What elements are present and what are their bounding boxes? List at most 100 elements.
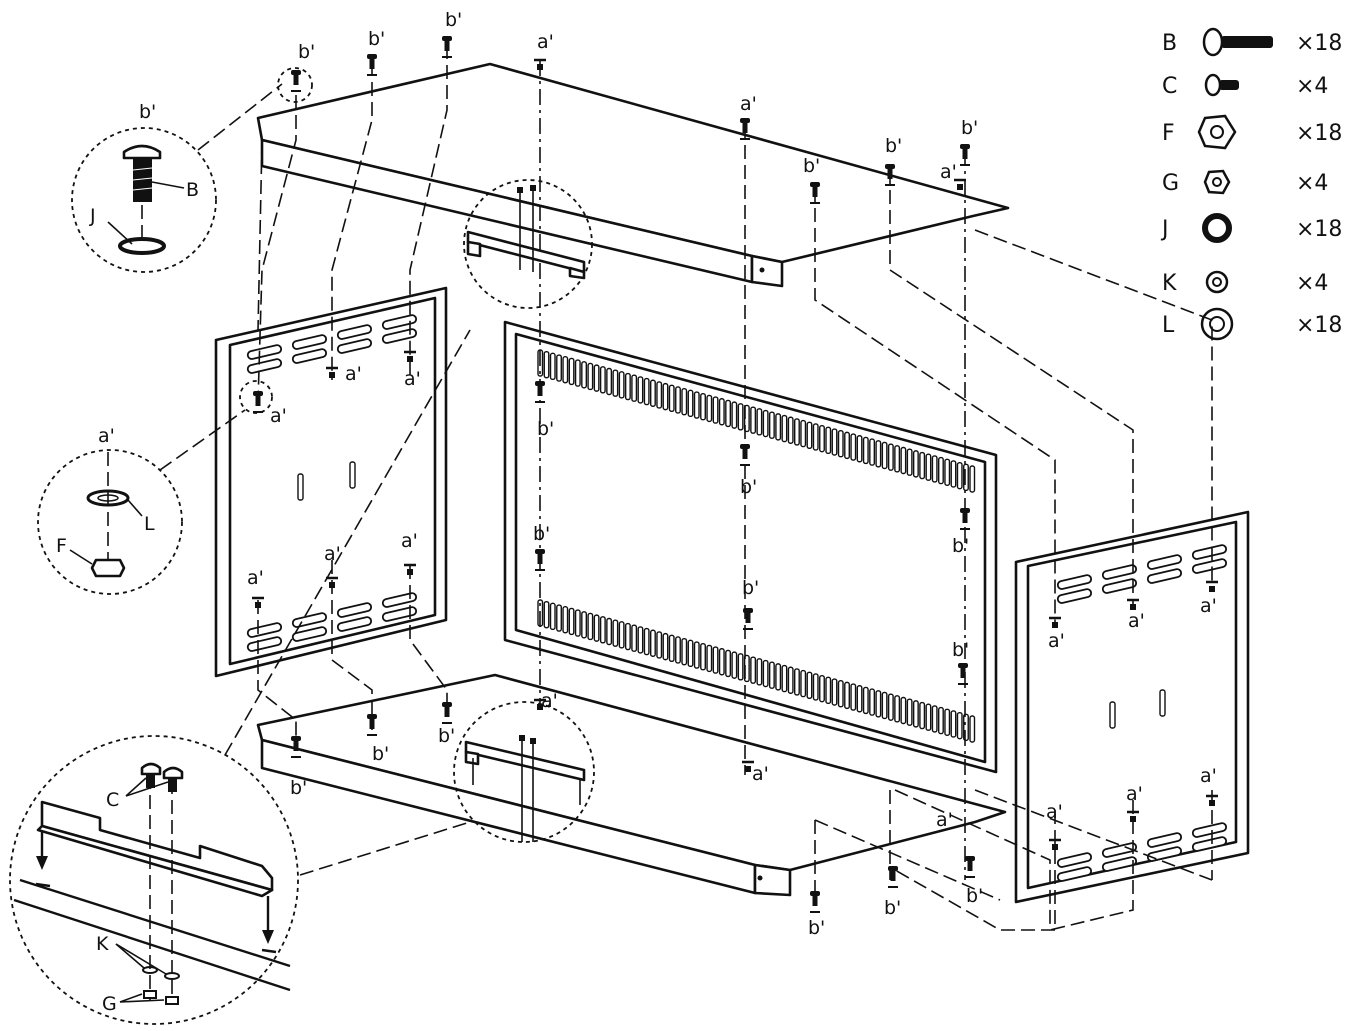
vent-slot	[950, 710, 957, 738]
top-bracket	[466, 185, 586, 280]
vent-slot	[775, 663, 782, 691]
vent-slot	[656, 381, 663, 409]
vent-slot	[1191, 836, 1228, 852]
detail-b-label: b'	[139, 101, 156, 123]
screw-mark-icon	[535, 381, 545, 403]
vent-slot	[1056, 852, 1093, 868]
screw-mark-icon	[367, 54, 377, 76]
washer-k-icon	[142, 966, 158, 974]
vent-slot	[844, 431, 850, 460]
vent-slot	[618, 371, 625, 399]
vent-slot	[969, 465, 976, 493]
nut-mark-icon	[252, 596, 264, 608]
parts-list-row: L×18	[1162, 307, 1342, 341]
left-side-panel	[214, 286, 448, 678]
vent-slot	[900, 446, 907, 475]
screw-mark-icon	[888, 866, 898, 888]
position-label: b'	[803, 155, 820, 177]
vent-slot	[649, 379, 656, 407]
nut-mark-icon	[326, 576, 338, 588]
vent-slot	[856, 685, 863, 713]
position-label: a'	[1128, 610, 1145, 632]
vent-slot	[543, 600, 550, 629]
fastener-marks	[252, 36, 1218, 913]
vent-slot	[875, 690, 882, 718]
vent-slot	[549, 352, 556, 381]
vent-slot	[906, 448, 913, 476]
parts-list-row: G×4	[1162, 169, 1328, 196]
vent-slot	[587, 362, 594, 391]
parts-list-row: B×18	[1162, 27, 1342, 57]
screw-mark-icon	[535, 549, 545, 571]
part-quantity: ×18	[1296, 31, 1342, 56]
parts-list-row: K×4	[1162, 270, 1328, 296]
vent-slot	[800, 419, 807, 448]
vent-slot	[768, 411, 775, 439]
vent-slot	[775, 413, 782, 441]
vent-slot	[1056, 588, 1093, 604]
nut-mark-icon	[742, 760, 754, 772]
vent-slot	[637, 376, 644, 404]
nut-mark-icon	[326, 366, 338, 378]
position-label: a'	[345, 363, 362, 385]
detail-G-label: G	[102, 993, 117, 1015]
vent-slot	[718, 398, 725, 426]
vent-slot	[1101, 564, 1138, 580]
vent-slot	[700, 643, 706, 671]
vent-slot	[631, 624, 638, 652]
position-label: b'	[537, 418, 554, 440]
vent-slot	[800, 669, 807, 698]
vent-slot	[593, 614, 600, 642]
position-label: b'	[742, 577, 759, 599]
screw-mark-icon	[367, 714, 377, 736]
vent-slot	[862, 436, 869, 465]
vent-slot	[887, 443, 894, 471]
vent-slot	[643, 627, 650, 656]
vent-slot	[756, 658, 763, 686]
nut-mark-icon	[954, 178, 966, 190]
vent-slot	[643, 377, 650, 406]
screw-mark-icon	[965, 856, 975, 878]
vent-slot	[706, 394, 713, 423]
screw-mark-icon	[960, 508, 970, 530]
screw-mark-icon	[960, 144, 970, 166]
part-letter: G	[1162, 171, 1179, 196]
left-panel-vent-slots-top	[246, 314, 418, 374]
vent-slot	[291, 334, 328, 350]
screw-mark-icon	[958, 663, 968, 685]
left-panel-vent-slots-bottom	[246, 592, 418, 652]
vent-slot	[825, 426, 832, 455]
position-label: b'	[961, 117, 978, 139]
vent-slot	[750, 406, 757, 434]
vent-slot	[768, 661, 775, 689]
vent-slot	[1146, 554, 1183, 570]
nut-mark-icon	[534, 58, 546, 70]
position-label: b'	[372, 743, 389, 765]
vent-slot	[693, 641, 700, 669]
vent-slot	[881, 691, 888, 720]
nut-mark-icon	[1127, 810, 1139, 822]
vent-slot	[1191, 558, 1228, 574]
nut-mark-icon	[1127, 598, 1139, 610]
screw-mark-icon	[810, 182, 820, 204]
vent-slot	[556, 604, 562, 632]
vent-slot	[781, 664, 788, 693]
screw-mark-icon	[743, 608, 753, 630]
position-label: a'	[247, 567, 264, 589]
vent-slot	[593, 364, 600, 392]
vent-slot	[944, 708, 951, 736]
vent-slot	[762, 409, 769, 438]
vent-slot	[336, 616, 373, 632]
position-label: a'	[1200, 595, 1217, 617]
vent-slot	[944, 458, 951, 486]
vent-slot	[649, 629, 656, 657]
vent-slot	[587, 612, 594, 641]
assembly-lines	[159, 45, 1213, 931]
vent-slot	[656, 631, 663, 659]
vent-slot	[687, 389, 694, 418]
vent-slot	[950, 460, 957, 488]
right-side-panel	[1014, 510, 1250, 904]
nut-mark-icon	[1049, 616, 1061, 628]
screw-mark-icon	[810, 891, 820, 913]
vent-slot	[1101, 856, 1138, 872]
